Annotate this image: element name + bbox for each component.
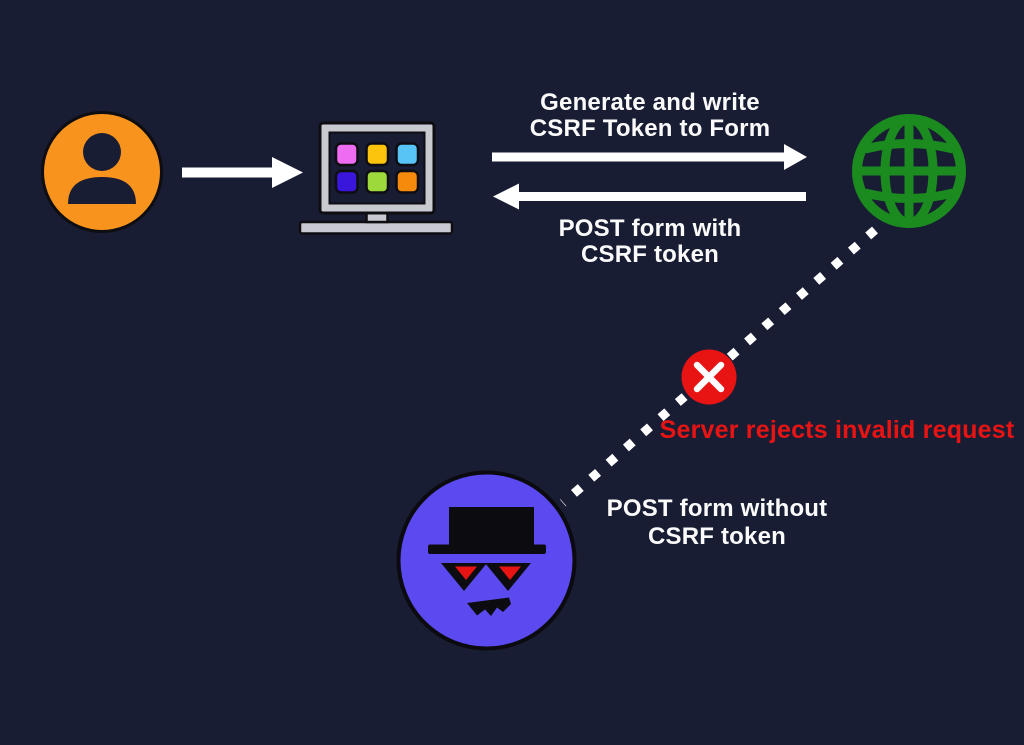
label-generate-token: Generate and write CSRF Token to Form — [480, 90, 820, 142]
app-tile-indigo — [334, 169, 359, 194]
monitor-base — [298, 220, 454, 235]
top-hat-crown — [449, 507, 534, 547]
user-icon — [41, 111, 163, 233]
app-tiles — [334, 142, 420, 194]
arrow-user-to-browser — [182, 157, 303, 188]
hacker-mouth — [467, 597, 511, 616]
hacker-circle — [396, 470, 577, 651]
label-server-rejects: Server rejects invalid request — [659, 416, 1015, 444]
x-circle-icon — [681, 349, 737, 405]
app-tile-blue — [395, 142, 420, 167]
globe-parallel-top — [863, 139, 955, 154]
app-tile-green — [365, 169, 390, 194]
user-circle — [41, 111, 163, 233]
user-shoulders — [68, 177, 136, 204]
label-generate-line1: Generate and write — [540, 89, 760, 116]
label-post-without-token: POST form without CSRF token — [567, 495, 867, 551]
globe-icon — [852, 114, 966, 228]
label-post-without-line2: CSRF token — [647, 523, 786, 550]
hacker-spy-icon — [396, 470, 577, 651]
label-post-with-line2: CSRF token — [580, 241, 719, 268]
user-head — [83, 133, 121, 171]
label-post-without-line1: POST form without — [606, 495, 828, 522]
hacker-right-pupil — [499, 566, 521, 580]
hacker-left-pupil — [455, 566, 477, 580]
label-post-with-token: POST form with CSRF token — [480, 216, 820, 268]
computer-monitor-icon — [298, 121, 454, 235]
top-hat-brim — [428, 544, 546, 554]
label-generate-line2: CSRF Token to Form — [529, 115, 771, 142]
globe-parallel-bottom — [863, 188, 955, 203]
app-tile-orange — [395, 169, 420, 194]
app-tile-yellow — [365, 142, 390, 167]
arrow-browser-to-server — [492, 144, 807, 170]
arrow-server-to-browser — [493, 183, 806, 210]
app-tile-pink — [334, 142, 359, 167]
label-post-with-line1: POST form with — [558, 215, 742, 242]
x-mark — [693, 361, 725, 393]
